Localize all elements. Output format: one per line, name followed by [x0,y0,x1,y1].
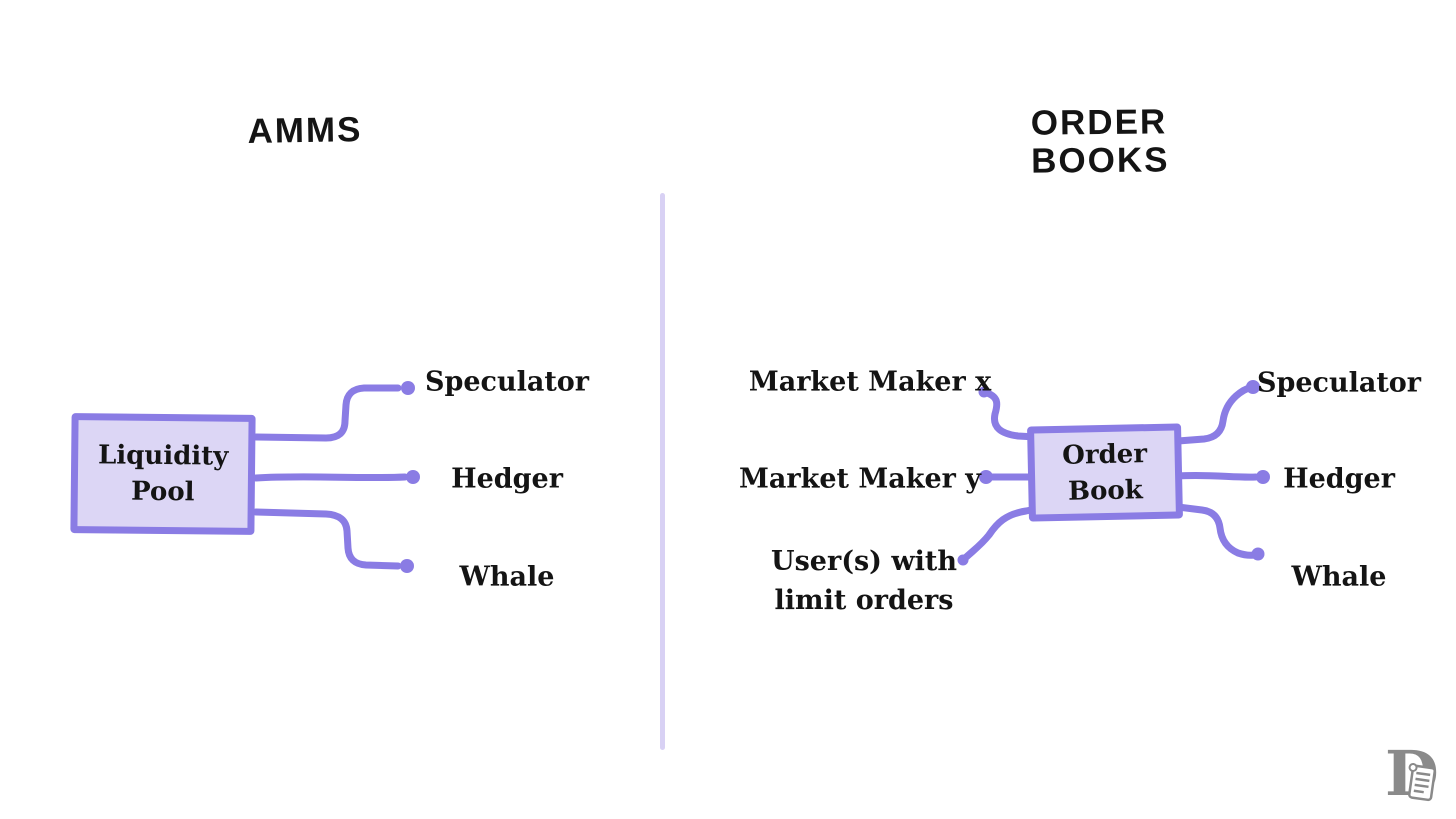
amm-whale-label: Whale [459,561,555,593]
users-limit-orders-line2: limit orders [774,585,954,616]
amms-panel-title: AMMS [247,110,363,152]
liquidity-pool-label-line2: Pool [130,476,195,508]
users-limit-orders-label: User(s) with limit orders [771,542,957,620]
amm-hedger-label: Hedger [451,463,563,495]
order-book-label-line2: Book [1067,474,1144,507]
order-books-panel-title: ORDER BOOKS [1030,102,1170,181]
order-book-label-line1: Order [1061,438,1148,471]
order-book-node: Order Book [1027,423,1183,522]
liquidity-pool-node: Liquidity Pool [70,413,256,535]
liquidity-pool-label-line1: Liquidity [97,440,229,472]
connector-orderbook-to-hedger [1174,470,1270,484]
orderbook-speculator-label: Speculator [1256,367,1422,399]
connector-liquidity-to-hedger [252,470,420,484]
connector-market-maker-x-to-orderbook [978,386,1040,441]
orderbook-hedger-label: Hedger [1283,463,1395,495]
connector-market-maker-y-to-orderbook [979,470,1038,484]
market-maker-y-label: Market Maker y [739,463,981,495]
connector-liquidity-to-speculator [252,381,415,442]
market-maker-x-label: Market Maker x [748,366,992,398]
connector-orderbook-to-speculator [1174,380,1260,445]
connector-orderbook-to-whale [1174,503,1265,561]
connector-users-to-orderbook [957,505,1040,566]
orderbook-whale-label: Whale [1291,561,1387,593]
order-books-title-line1: ORDER [1030,102,1168,143]
publication-logo-icon: D [1385,737,1443,810]
users-limit-orders-line1: User(s) with [771,546,957,577]
connector-liquidity-to-whale [252,508,414,573]
panel-divider [660,193,665,750]
amm-speculator-label: Speculator [424,366,590,398]
order-books-title-line2: BOOKS [1030,140,1170,181]
